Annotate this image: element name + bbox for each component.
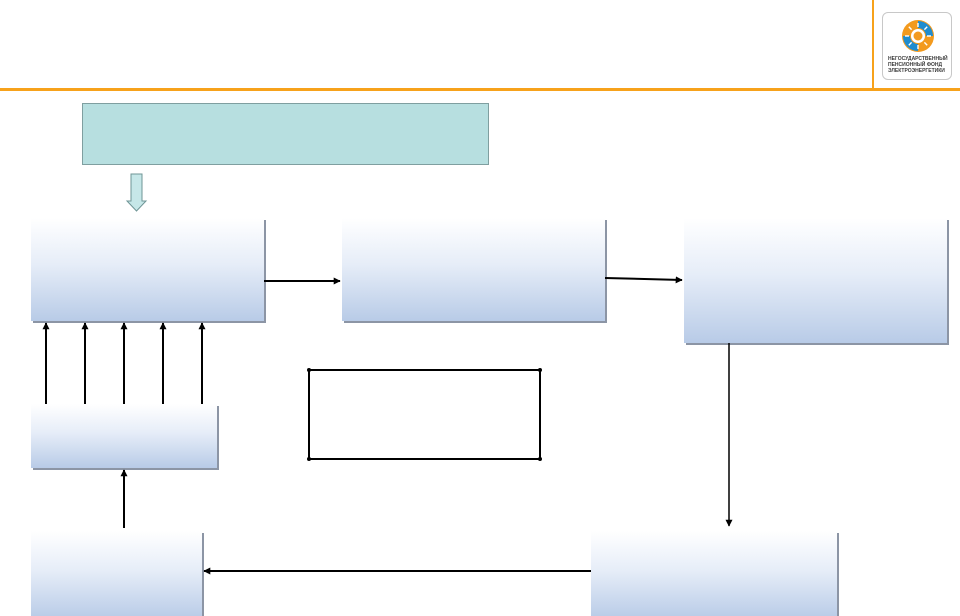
- top-box: [82, 103, 489, 165]
- fund-logo-text: НЕГОСУДАРСТВЕННЫЙ ПЕНСИОННЫЙ ФОНД ЭЛЕКТР…: [885, 56, 952, 74]
- box-g-corner-dots: [307, 368, 542, 461]
- logo-line-2: ПЕНСИОННЫЙ ФОНД: [888, 62, 943, 68]
- box-c: [684, 218, 947, 343]
- header-divider: [0, 88, 960, 91]
- box-g: [308, 369, 541, 460]
- sun-emblem-icon: [902, 20, 934, 52]
- box-b: [342, 218, 605, 321]
- box-a: [31, 218, 264, 321]
- block-arrow-down: [125, 173, 148, 212]
- box-d: [31, 404, 217, 468]
- header-vertical-divider: [872, 0, 874, 88]
- box-f: [591, 531, 837, 616]
- logo-line-1: НЕГОСУДАРСТВЕННЫЙ: [888, 56, 948, 62]
- arrow-b-to-c: [604, 276, 683, 284]
- fund-logo: НЕГОСУДАРСТВЕННЫЙ ПЕНСИОННЫЙ ФОНД ЭЛЕКТР…: [882, 12, 952, 80]
- logo-line-3: ЭЛЕКТРОЭНЕРГЕТИКИ: [888, 68, 945, 74]
- box-e: [31, 531, 202, 616]
